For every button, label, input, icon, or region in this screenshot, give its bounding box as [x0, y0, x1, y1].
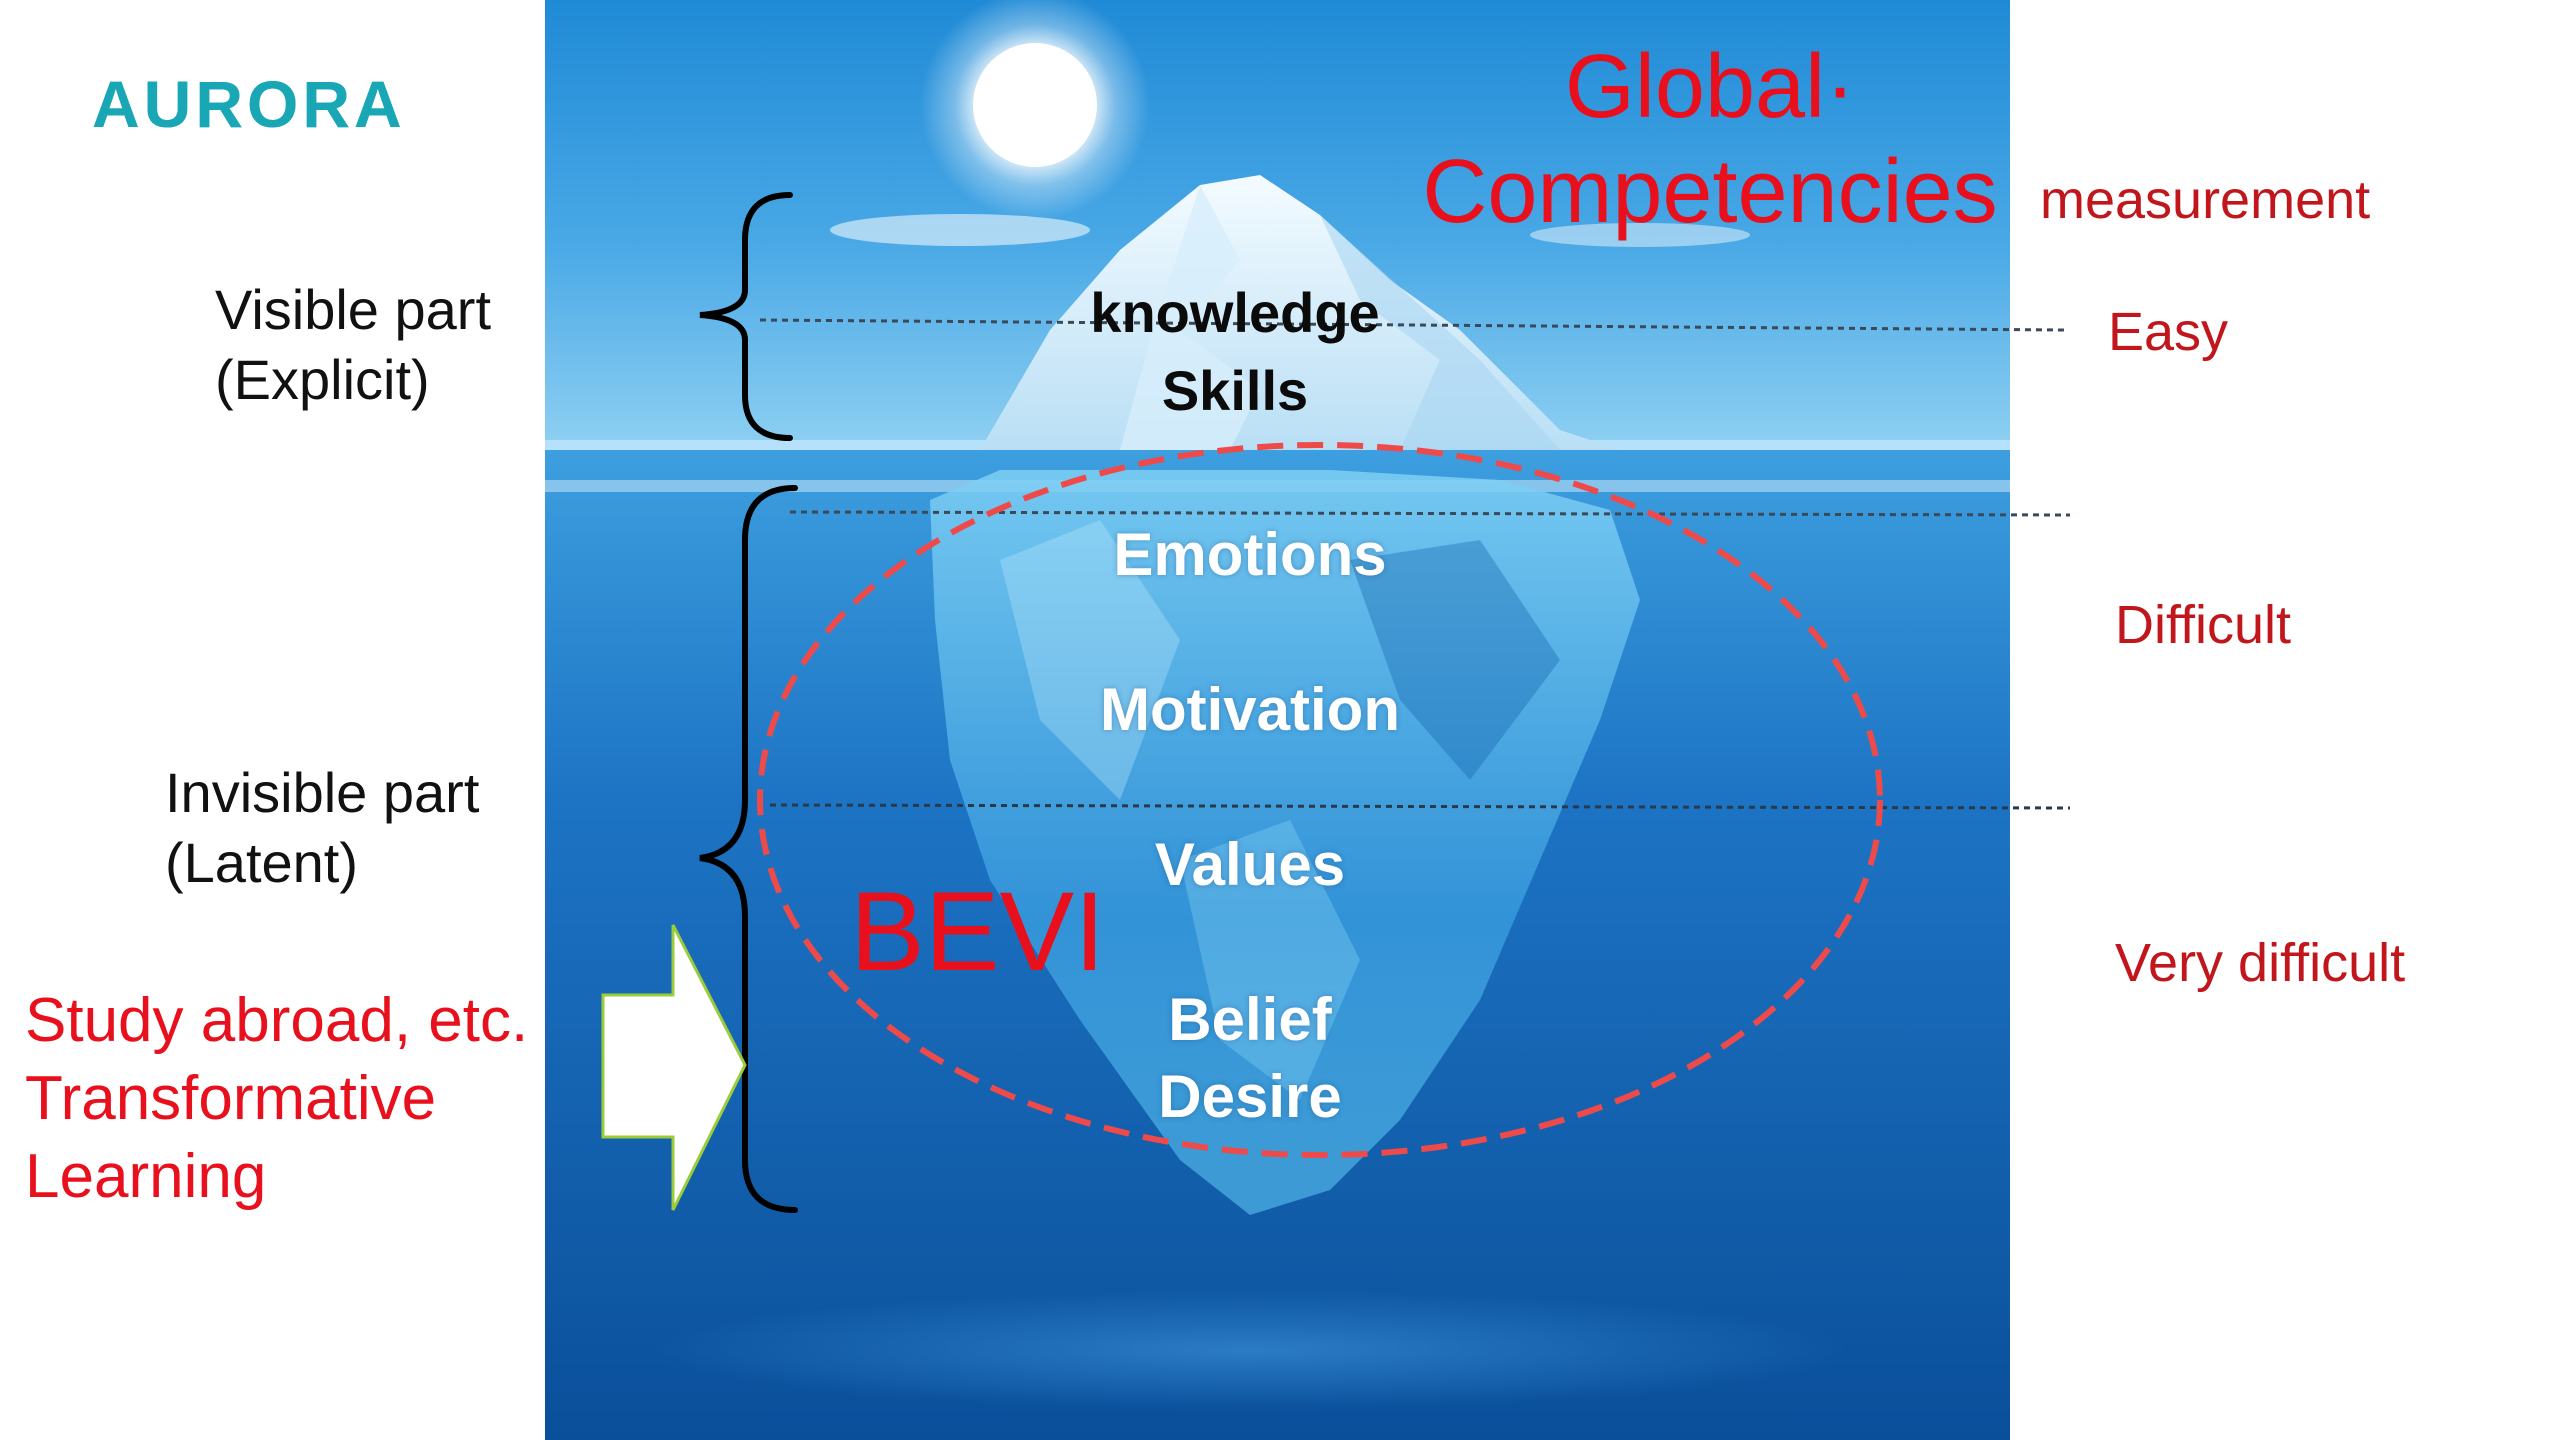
bevi-label: BEVI: [850, 869, 1106, 994]
aurora-logo: AURORA: [92, 67, 406, 141]
measurement-difficult: Difficult: [2115, 595, 2292, 655]
left-brace-icon: [699, 485, 798, 1213]
visible-part-label: Visible part (Explicit): [215, 278, 492, 411]
layer-emotions: Emotions: [1113, 521, 1387, 588]
bevi-ellipse: [757, 442, 1883, 1158]
layer-desire: Desire: [1158, 1063, 1342, 1130]
layer-knowledge: knowledge: [1090, 281, 1380, 344]
invisible-part-label: Invisible part (Latent): [165, 761, 480, 894]
measurement-very-difficult: Very difficult: [2115, 933, 2406, 993]
left-brace-icon: [699, 192, 793, 441]
right-arrow-icon: [601, 924, 747, 1211]
layer-values: Values: [1154, 831, 1346, 898]
measurement-easy: Easy: [2108, 302, 2229, 362]
layer-skills: Skills: [1161, 359, 1309, 422]
title-line2: Competencies: [1422, 142, 1998, 242]
sun-icon: [920, 0, 1150, 220]
title-line1: Global·: [1564, 37, 1856, 137]
measurement-header: measurement: [2040, 170, 2371, 230]
layer-belief: Belief: [1168, 986, 1332, 1053]
iceberg-submerged: [930, 470, 1640, 1215]
layer-motivation: Motivation: [1100, 676, 1400, 743]
intervention-label: Study abroad, etc. Transformative Learni…: [25, 986, 529, 1211]
